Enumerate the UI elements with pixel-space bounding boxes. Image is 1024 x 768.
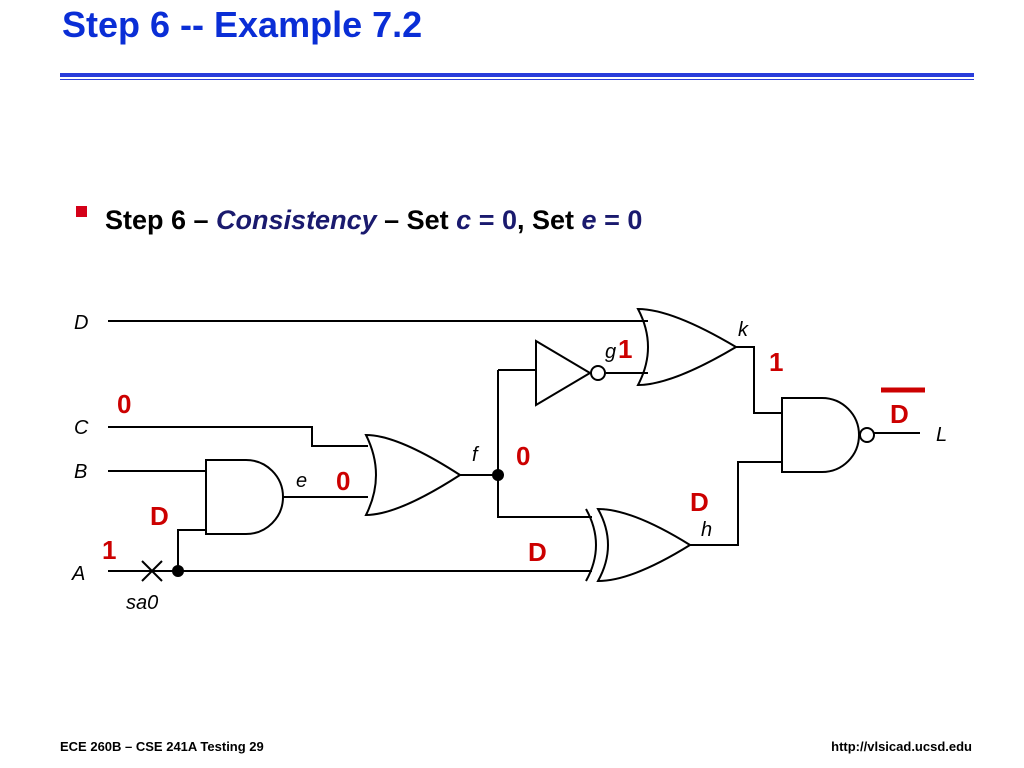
bullet-text-3: , Set: [517, 205, 582, 235]
xor-gate-h: [596, 507, 692, 583]
value-f: 0: [516, 441, 530, 471]
value-c: 0: [117, 389, 131, 419]
footer-course: ECE 260B – CSE 241A Testing 29: [60, 739, 264, 754]
wire-k: [736, 346, 782, 414]
label-h: h: [701, 519, 712, 541]
bullet-item: Step 6 – Consistency – Set c = 0, Set e …: [76, 205, 642, 236]
bullet-eq-1: =: [471, 205, 502, 235]
wire-h: [690, 461, 782, 546]
value-h: D: [690, 487, 709, 517]
label-l: L: [936, 424, 947, 446]
label-e: e: [296, 470, 307, 492]
bullet-text-1: Step 6 –: [105, 205, 217, 235]
label-sa0: sa0: [126, 592, 158, 614]
inverter-bubble: [590, 365, 606, 381]
junction-a: [172, 565, 184, 577]
nand-gate-l: [781, 397, 860, 473]
bullet-emphasis: Consistency: [216, 205, 377, 235]
fault-cross-icon: [141, 560, 163, 582]
bullet-var-e: e: [581, 205, 597, 235]
wire-a-to-gate: [177, 529, 206, 571]
label-b: B: [74, 461, 87, 483]
value-k: 1: [769, 347, 783, 377]
value-l: D: [890, 399, 909, 429]
value-a-branch: D: [528, 537, 547, 567]
label-g: g: [605, 341, 616, 363]
value-e: 0: [336, 466, 350, 496]
label-c: C: [74, 417, 89, 439]
label-a: A: [71, 563, 85, 585]
label-d: D: [74, 312, 88, 334]
inverter-g: [535, 339, 592, 407]
title-rule: [60, 73, 974, 77]
bullet-marker: [76, 206, 87, 217]
and-gate-e: [205, 459, 284, 535]
xor-gate-h-back: [585, 508, 597, 582]
bullet-eq-2: =: [596, 205, 628, 235]
slide-title: Step 6 -- Example 7.2: [62, 4, 423, 45]
label-f: f: [472, 444, 480, 466]
bullet-val-1: 0: [501, 205, 517, 235]
bullet-val-2: 0: [627, 205, 643, 235]
bullet-var-c: c: [456, 205, 472, 235]
footer-url: http://vlsicad.ucsd.edu: [831, 739, 972, 754]
or-gate-k: [636, 307, 738, 387]
wire-c: [108, 426, 368, 447]
value-a: 1: [102, 535, 116, 565]
junction-f: [492, 469, 504, 481]
nand-bubble: [859, 427, 875, 443]
bullet-text-2: – Set: [376, 205, 457, 235]
value-b: D: [150, 501, 169, 531]
wire-f-branch: [497, 370, 592, 518]
value-g: 1: [618, 334, 632, 364]
or-gate-f: [364, 433, 462, 517]
label-k: k: [738, 319, 749, 341]
title-rule-thin: [60, 79, 974, 80]
